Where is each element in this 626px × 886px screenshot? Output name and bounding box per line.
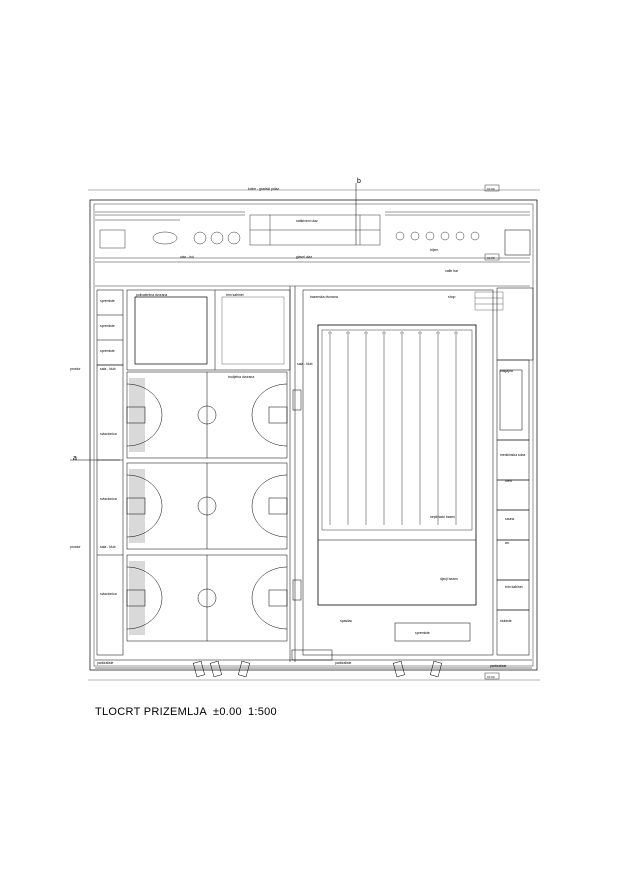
label-store2: spremiste [100, 324, 115, 328]
court-key-right [251, 566, 288, 630]
level-top: ±0.00 [487, 187, 495, 191]
label-office: ured [505, 479, 512, 483]
label-pool-storage: spremiste [415, 631, 430, 635]
section-a-marker: a [73, 455, 77, 462]
label-stair: stubiste [500, 619, 512, 623]
lane-start-block [418, 331, 422, 335]
label-learner-pool: neplivacki bazen [430, 515, 455, 519]
label-store3: spremiste [100, 349, 115, 353]
label-court: trodjelna dvorana [228, 375, 254, 379]
top-entrance-band [95, 211, 530, 287]
left-rooms [96, 289, 124, 656]
label-plaza: trijem [430, 248, 438, 252]
label-lockers1: svlacionica [100, 432, 117, 436]
court-key-left [126, 474, 163, 538]
lane-start-block [436, 331, 440, 335]
section-markers [70, 183, 357, 461]
pool-top-seats [474, 291, 504, 311]
label-pool-hall: bazenska dvorana [310, 295, 338, 299]
court-center-circle [197, 405, 217, 425]
lane-start-block [454, 331, 458, 335]
lane-start-block [364, 331, 368, 335]
drawing-caption: TLOCRT PRIZEMLJA ±0.00 1:500 [95, 706, 283, 718]
label-children-pool: djecji bazen [440, 577, 458, 581]
section-b-marker: b [357, 178, 361, 185]
label-bottom-left: parkiraliste [97, 661, 114, 665]
court-center-circle [197, 588, 217, 608]
lane-start-block [328, 331, 332, 335]
court-paint-right [268, 589, 288, 607]
caption-title: TLOCRT PRIZEMLJA [95, 706, 207, 718]
lane-start-block [400, 331, 404, 335]
level-boxes [484, 184, 500, 680]
pool-lanes [328, 331, 458, 525]
label-medical: medicinska soba [500, 453, 525, 457]
label-glavni-ulaz: glavni ulaz [296, 255, 312, 259]
label-trim: trim kabinet [505, 585, 523, 589]
label-side2: sala - klub [100, 545, 116, 549]
caption-level: ±0.00 [212, 706, 242, 718]
right-rooms [496, 229, 534, 656]
label-shop: shop [448, 295, 455, 299]
label-pool-ancillary: polivalentna dvorana [136, 293, 167, 297]
label-rescue: spasilac [340, 619, 353, 623]
court-key-right [251, 383, 288, 447]
spectator-stands [129, 378, 145, 635]
label-caffe-bar: caffe bar [445, 269, 459, 273]
label-lockers2: svlacionica [100, 497, 117, 501]
court-paint-right [268, 497, 288, 515]
label-ticket: blagajna [500, 369, 513, 373]
label-sw-entry: prostor [70, 545, 81, 549]
central-corridor [289, 286, 302, 662]
caption-scale: 1:500 [247, 706, 277, 718]
sports-courts [126, 371, 288, 642]
building-outline [88, 189, 540, 681]
label-store1: spremiste [100, 299, 115, 303]
label-bottom-right: parkiraliste [490, 664, 507, 668]
level-bottom: ±0.00 [487, 675, 495, 679]
label-gym-small: trim kabinet [226, 293, 244, 297]
label-entrance-hall: ulaz - hol [180, 255, 194, 259]
bottom-strip [95, 649, 532, 678]
label-w-entry: prostor [70, 367, 81, 371]
court-paint-right [268, 406, 288, 424]
label-top-street: kolne - gradski prilaz [248, 187, 279, 191]
label-side3: sala - klub [297, 362, 313, 366]
lane-start-block [346, 331, 350, 335]
label-terrace: natkriveni ulaz [296, 219, 318, 223]
court-key-left [126, 383, 163, 447]
upper-left-halls [126, 289, 291, 371]
court-key-left [126, 566, 163, 630]
label-sauna: sauna [505, 517, 514, 521]
label-lockers3: svlacionica [100, 592, 117, 596]
pool-hall [302, 289, 494, 656]
lane-start-block [382, 331, 386, 335]
level-right-top: ±0.00 [487, 256, 495, 260]
court-center-circle [197, 496, 217, 516]
label-toilet: wc [505, 541, 509, 545]
court-key-right [251, 474, 288, 538]
label-bottom-mid: parkiraliste [335, 661, 352, 665]
label-side1: sala - klub [100, 367, 116, 371]
tree-symbols [99, 229, 480, 249]
